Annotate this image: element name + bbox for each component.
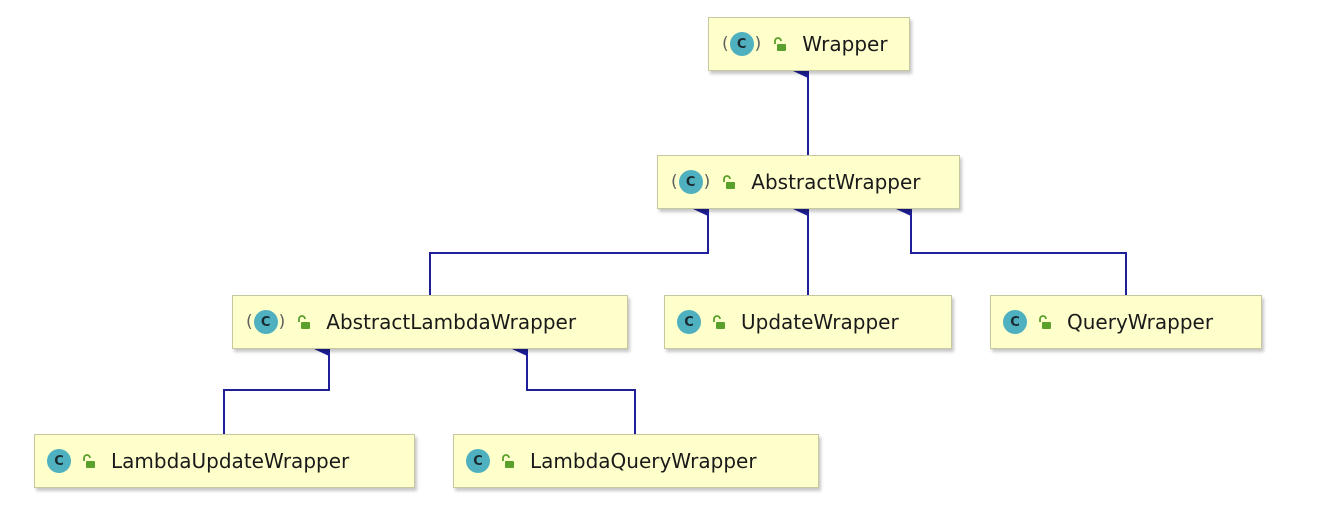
edge-lambda-update-wrapper-to-abstract-lambda-wrapper [223,342,330,434]
abstract-class-icon: (C) [670,170,711,194]
class-node-abstract-lambda-wrapper[interactable]: (C) AbstractLambdaWrapper [232,295,628,349]
class-node-lambda-update-wrapper[interactable]: C LambdaUpdateWrapper [34,434,415,488]
edge-lambda-query-wrapper-to-abstract-lambda-wrapper [512,342,636,434]
edge-query-wrapper-to-abstract-wrapper [896,202,1127,295]
class-name-label: LambdaUpdateWrapper [111,449,350,473]
abstract-class-icon: (C) [245,310,286,334]
class-name-label: QueryWrapper [1067,310,1214,334]
class-icon: C [253,310,278,334]
abstract-class-icon: (C) [721,32,762,56]
public-access-lock-icon [83,454,95,468]
public-access-lock-icon [713,315,725,329]
class-icon: C [1003,310,1027,334]
class-name-label: UpdateWrapper [741,310,899,334]
class-node-wrapper[interactable]: (C) Wrapper [708,17,910,71]
class-name-label: LambdaQueryWrapper [530,449,757,473]
class-icon: C [466,449,490,473]
class-icon: C [729,32,754,56]
class-node-lambda-query-wrapper[interactable]: C LambdaQueryWrapper [453,434,819,488]
public-access-lock-icon [502,454,514,468]
class-icon: C [678,170,703,194]
public-access-lock-icon [774,37,787,51]
class-node-update-wrapper[interactable]: C UpdateWrapper [664,295,952,349]
public-access-lock-icon [723,175,736,189]
edge-abstract-lambda-wrapper-to-abstract-wrapper [429,202,709,295]
class-node-query-wrapper[interactable]: C QueryWrapper [990,295,1262,349]
class-icon: C [677,310,701,334]
class-name-label: Wrapper [802,32,888,56]
public-access-lock-icon [1039,315,1051,329]
class-name-label: AbstractLambdaWrapper [326,310,577,334]
class-node-abstract-wrapper[interactable]: (C) AbstractWrapper [657,155,960,209]
class-icon: C [47,449,71,473]
class-name-label: AbstractWrapper [751,170,921,194]
public-access-lock-icon [298,315,311,329]
